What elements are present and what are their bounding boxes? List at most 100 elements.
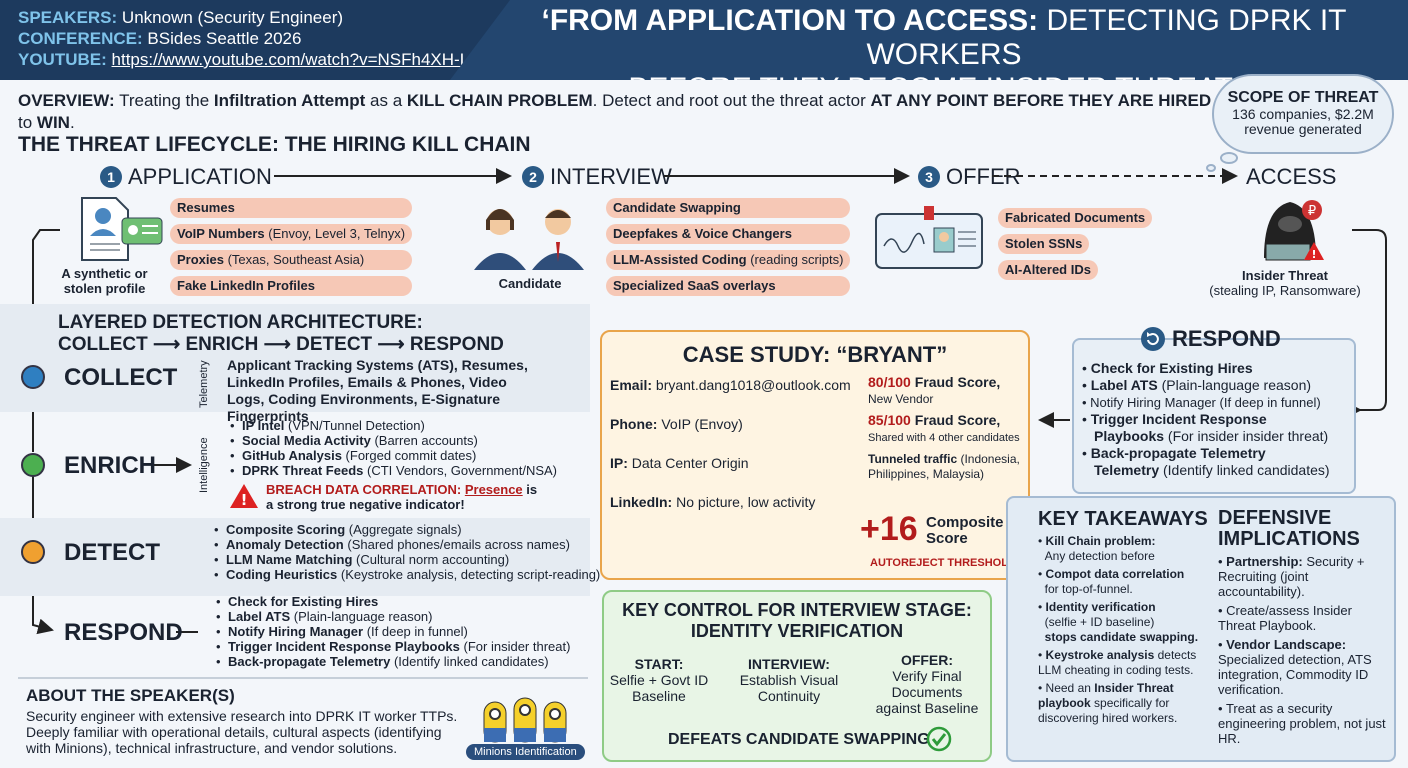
enrich-list: IP Intel (VPN/Tunnel Detection) Social M… bbox=[230, 418, 557, 478]
speakers-key: SPEAKERS: bbox=[18, 8, 118, 27]
list-item: Trigger Incident Response Playbooks (For… bbox=[216, 639, 570, 654]
stage-label: APPLICATION bbox=[128, 164, 272, 189]
overview-text: as a bbox=[365, 91, 407, 110]
case-linkedin: LinkedIn: No picture, low activity bbox=[610, 494, 816, 510]
thought-bubble-dot bbox=[1206, 164, 1216, 172]
list-item: • Identity verification (selfie + ID bas… bbox=[1038, 600, 1199, 644]
list-item: • Label ATS (Plain-language reason) bbox=[1082, 377, 1312, 393]
conference-value: BSides Seattle 2026 bbox=[147, 29, 302, 48]
refresh-icon bbox=[1141, 327, 1165, 351]
overview-text: . Detect and root out the threat actor bbox=[592, 91, 871, 110]
list-item: • Check for Existing Hires bbox=[1082, 360, 1253, 376]
title-line2: BEFORE THEY BECOME INSIDER THREATS’ bbox=[628, 72, 1260, 105]
list-item: • Create/assess Insider Threat Playbook. bbox=[1218, 603, 1352, 633]
speakers-value: Unknown (Security Engineer) bbox=[121, 8, 344, 27]
tag-resumes: Resumes bbox=[170, 198, 413, 218]
list-item: • Need an Insider Threat playbook specif… bbox=[1038, 681, 1178, 725]
implications-list: • Partnership: Security + Recruiting (jo… bbox=[1218, 554, 1390, 746]
case-study-box: CASE STUDY: “BRYANT” bbox=[600, 330, 1030, 580]
youtube-key: YOUTUBE: bbox=[18, 50, 107, 69]
layered-title-line: COLLECT ⟶ ENRICH ⟶ DETECT ⟶ RESPOND bbox=[58, 334, 504, 355]
talk-title: ‘FROM APPLICATION TO ACCESS: DETECTING D… bbox=[450, 0, 1408, 80]
respond-right-list: • Check for Existing Hires • Label ATS (… bbox=[1082, 360, 1352, 479]
list-item: • Treat as a security engineering proble… bbox=[1218, 701, 1386, 746]
collect-label: COLLECT bbox=[64, 364, 178, 391]
key-control-box bbox=[602, 590, 992, 762]
list-item: Playbooks (For insider insider threat) bbox=[1094, 428, 1329, 444]
list-item: Label ATS (Plain-language reason) bbox=[216, 609, 570, 624]
list-item: Composite Scoring (Aggregate signals) bbox=[214, 522, 600, 537]
overview-key: OVERVIEW: bbox=[18, 91, 115, 110]
tag-stolen-ssns: Stolen SSNs bbox=[998, 234, 1090, 254]
overview-text: . bbox=[69, 113, 75, 132]
stage-access: ACCESS bbox=[1246, 165, 1336, 189]
access-caption: Insider Threat(stealing IP, Ransomware) bbox=[1200, 268, 1370, 298]
layered-title: LAYERED DETECTION ARCHITECTURE:COLLECT ⟶… bbox=[58, 312, 504, 356]
case-email-score: 80/100 Fraud Score,New Vendor bbox=[868, 374, 1001, 406]
list-item: • Compot data correlation for top-of-fun… bbox=[1038, 567, 1185, 596]
youtube-link[interactable]: https://www.youtube.com/watch?v=NSFh4XH-… bbox=[111, 50, 489, 69]
composite-score-value: +16 bbox=[860, 510, 918, 548]
about-title: ABOUT THE SPEAKER(S) bbox=[26, 686, 235, 705]
enrich-dot bbox=[21, 453, 45, 477]
respond-list: Check for Existing Hires Label ATS (Plai… bbox=[216, 594, 570, 669]
list-item: Check for Existing Hires bbox=[216, 594, 570, 609]
about-line: with Minions), technical infrastructure,… bbox=[26, 740, 398, 756]
overview-text: AT ANY POINT BEFORE THEY ARE HIRED bbox=[870, 91, 1212, 110]
takeaways-panel bbox=[1006, 496, 1396, 762]
minions-badge: Minions Identification bbox=[466, 744, 585, 760]
profile-document-icon bbox=[81, 197, 163, 261]
candidates-icon bbox=[474, 209, 584, 270]
interview-tags: Candidate Swapping Deepfakes & Voice Cha… bbox=[606, 198, 851, 296]
overview: OVERVIEW: Treating the Infiltration Atte… bbox=[18, 90, 1218, 134]
conference-key: CONFERENCE: bbox=[18, 29, 143, 48]
collect-text: Applicant Tracking Systems (ATS), Resume… bbox=[227, 357, 528, 424]
respond-label: RESPOND bbox=[64, 619, 183, 646]
svg-text:!: ! bbox=[241, 491, 248, 509]
scope-line2: revenue generated bbox=[1244, 121, 1362, 137]
tag-candidate-swapping: Candidate Swapping bbox=[606, 198, 851, 218]
tag-ai-altered-ids: AI-Altered IDs bbox=[998, 260, 1098, 280]
scope-line1: 136 companies, $2.2M bbox=[1232, 106, 1374, 122]
detect-label: DETECT bbox=[64, 539, 160, 566]
list-item: Anomaly Detection (Shared phones/emails … bbox=[214, 537, 600, 552]
detect-dot bbox=[21, 540, 45, 564]
tag-fake-linkedin: Fake LinkedIn Profiles bbox=[170, 276, 413, 296]
scope-title: SCOPE OF THREAT bbox=[1227, 89, 1379, 106]
list-item: Coding Heuristics (Keystroke analysis, d… bbox=[214, 567, 600, 582]
application-tags: Resumes VoIP Numbers (Envoy, Level 3, Te… bbox=[170, 198, 413, 296]
tag-proxies: Proxies (Texas, Southeast Asia) bbox=[170, 250, 413, 270]
tag-llm-coding: LLM-Assisted Coding (reading scripts) bbox=[606, 250, 851, 270]
respond-title: RESPOND bbox=[1172, 326, 1281, 351]
takeaways-title: KEY TAKEAWAYS bbox=[1038, 508, 1208, 530]
list-item: GitHub Analysis (Forged commit dates) bbox=[230, 448, 557, 463]
telemetry-label: Telemetry bbox=[198, 360, 210, 408]
takeaways-list: • Kill Chain problem: Any detection befo… bbox=[1038, 534, 1204, 726]
hacker-icon: ₽ ! bbox=[1264, 200, 1324, 261]
about-line: Security engineer with extensive researc… bbox=[26, 708, 458, 724]
title-line1: DETECTING DPRK IT WORKERS bbox=[866, 4, 1347, 71]
scope-of-threat-bubble: SCOPE OF THREAT 136 companies, $2.2M rev… bbox=[1212, 74, 1394, 154]
title-bold: ‘FROM APPLICATION TO ACCESS: bbox=[541, 4, 1039, 37]
stage-label: ACCESS bbox=[1246, 164, 1337, 189]
case-ip: IP: Data Center Origin bbox=[610, 455, 749, 471]
overview-text: to bbox=[18, 113, 37, 132]
enrich-label: ENRICH bbox=[64, 452, 157, 479]
list-item: • Vendor Landscape: Specialized detectio… bbox=[1218, 637, 1372, 697]
minions-icon bbox=[483, 697, 567, 743]
list-item: Notify Hiring Manager (If deep in funnel… bbox=[216, 624, 570, 639]
detect-list: Composite Scoring (Aggregate signals) An… bbox=[214, 522, 600, 582]
tag-deepfakes: Deepfakes & Voice Changers bbox=[606, 224, 851, 244]
list-item: • Notify Hiring Manager (If deep in funn… bbox=[1082, 395, 1321, 410]
speaker-info-panel: SPEAKERS: Unknown (Security Engineer) CO… bbox=[0, 0, 520, 80]
case-title: CASE STUDY: “BRYANT” bbox=[682, 342, 948, 367]
collect-dot bbox=[21, 365, 45, 389]
caption-line: (stealing IP, Ransomware) bbox=[1209, 283, 1361, 298]
list-item: Back-propagate Telemetry (Identify linke… bbox=[216, 654, 570, 669]
